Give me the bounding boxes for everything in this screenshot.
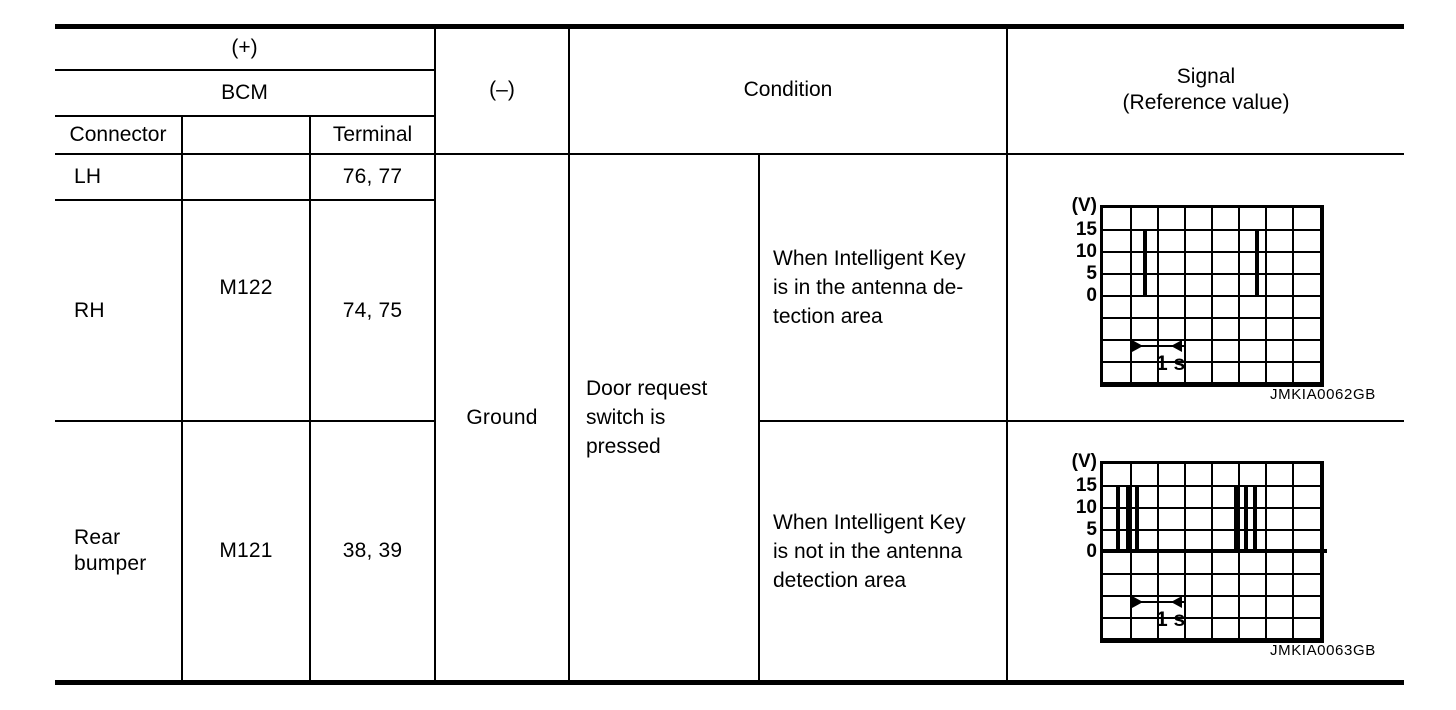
position-rh-label: RH	[74, 298, 105, 322]
waveform1-ref-code: JMKIA0062GB	[1270, 386, 1376, 403]
header-condition-label: Condition	[743, 77, 833, 101]
waveform1-ytick-15: 15	[1075, 219, 1097, 240]
header-bcm: BCM	[55, 71, 434, 115]
waveform2-axis-labels: (V) 15 10 5 0	[1055, 452, 1097, 563]
header-terminal-label: Terminal	[332, 123, 413, 146]
table-bottom-border	[55, 680, 1404, 685]
waveform2-pulse-1a	[1116, 485, 1120, 551]
row-ground: Ground	[436, 155, 568, 680]
terminal-7475-label: 74, 75	[342, 298, 403, 322]
waveform2-pulse-2c	[1253, 485, 1257, 551]
waveform2-ytick-5: 5	[1086, 519, 1097, 540]
col-divider-signal	[1006, 24, 1008, 682]
header-signal-line2: (Reference value)	[1122, 90, 1290, 114]
header-condition: Condition	[570, 26, 1006, 153]
connector-m122-label: M122	[219, 275, 273, 299]
waveform1-ytick-5: 5	[1086, 263, 1097, 284]
waveform2-pulse-2b	[1244, 485, 1248, 551]
header-signal: Signal (Reference value)	[1008, 26, 1404, 153]
waveform2-pulse-2a	[1234, 485, 1238, 551]
waveform2-time-label: 1 s	[1156, 608, 1186, 631]
signal-waveform-1: (V) 15 10 5 0	[1055, 196, 1395, 403]
row-connector-m122: M122	[183, 155, 309, 420]
divider-under-plus	[55, 69, 434, 71]
signal-waveform-2: (V) 15 10 5 0	[1055, 452, 1395, 659]
divider-header-bottom	[55, 153, 1404, 155]
table-top-border	[55, 24, 1404, 29]
waveform2-ytick-0: 0	[1086, 541, 1097, 562]
waveform2-pulse-1b	[1126, 485, 1130, 551]
divider-under-lh	[55, 199, 434, 201]
terminal-7677-label: 76, 77	[342, 165, 403, 188]
position-rear-bumper-label: Rear bumper	[74, 526, 147, 575]
waveform1-grid	[1100, 205, 1324, 387]
waveform2-grid	[1100, 461, 1327, 643]
header-connector: Connector	[55, 117, 181, 153]
condition-upper: When Intelligent Key is in the antenna d…	[773, 155, 1006, 420]
divider-under-bcm	[55, 115, 434, 117]
col-divider-minus	[434, 24, 436, 682]
header-bcm-label: BCM	[221, 81, 268, 104]
col-divider-condition	[568, 24, 570, 682]
divider-rh-rearbumper	[55, 420, 434, 422]
condition-common: Door request switch is pressed	[586, 155, 758, 680]
waveform1-time-label: 1 s	[1156, 352, 1186, 375]
waveform1-axis-unit: (V)	[1071, 195, 1097, 216]
row-position-rear-bumper: Rear bumper	[74, 422, 181, 680]
header-minus: (–)	[436, 26, 568, 153]
condition-common-label: Door request switch is pressed	[586, 377, 708, 458]
waveform1-pulse-1	[1143, 229, 1147, 295]
row-position-rh: RH	[74, 201, 181, 420]
condition-lower-label: When Intelligent Key is not in the anten…	[773, 510, 966, 592]
col-divider-connector	[181, 115, 183, 682]
row-terminal-3839: 38, 39	[311, 422, 434, 680]
waveform1-ytick-0: 0	[1086, 285, 1097, 306]
connector-m121-label: M121	[219, 539, 273, 562]
row-position-lh: LH	[74, 155, 181, 199]
waveform2-ytick-15: 15	[1075, 475, 1097, 496]
header-plus-label: (+)	[231, 35, 258, 59]
waveform2-axis-unit: (V)	[1071, 451, 1097, 472]
terminal-3839-label: 38, 39	[342, 539, 403, 562]
col-divider-terminal	[309, 115, 311, 682]
waveform1-pulse-2	[1255, 229, 1259, 295]
waveform2-ytick-10: 10	[1075, 497, 1097, 518]
row-terminal-7677: 76, 77	[311, 155, 434, 199]
position-lh-label: LH	[74, 165, 102, 188]
header-plus: (+)	[55, 26, 434, 69]
waveform1-ytick-10: 10	[1075, 241, 1097, 262]
ground-label: Ground	[466, 405, 538, 429]
waveform2-pulse-1c	[1135, 485, 1139, 551]
waveform1-axis-labels: (V) 15 10 5 0	[1055, 196, 1097, 307]
waveform2-baseline	[1103, 549, 1327, 553]
header-signal-line1: Signal	[1176, 64, 1236, 88]
waveform1-time-marker	[1130, 339, 1184, 353]
header-minus-label: (–)	[489, 77, 515, 101]
row-terminal-7475: 74, 75	[311, 201, 434, 420]
waveform2-time-marker	[1130, 595, 1184, 609]
header-terminal: Terminal	[311, 117, 434, 153]
condition-upper-label: When Intelligent Key is in the antenna d…	[773, 247, 966, 328]
col-divider-condition-detail	[758, 153, 760, 682]
divider-condition-rows	[758, 420, 1404, 422]
waveform2-ref-code: JMKIA0063GB	[1270, 642, 1376, 659]
header-connector-label: Connector	[69, 123, 167, 146]
condition-lower: When Intelligent Key is not in the anten…	[773, 422, 1006, 680]
row-connector-m121: M121	[183, 422, 309, 680]
